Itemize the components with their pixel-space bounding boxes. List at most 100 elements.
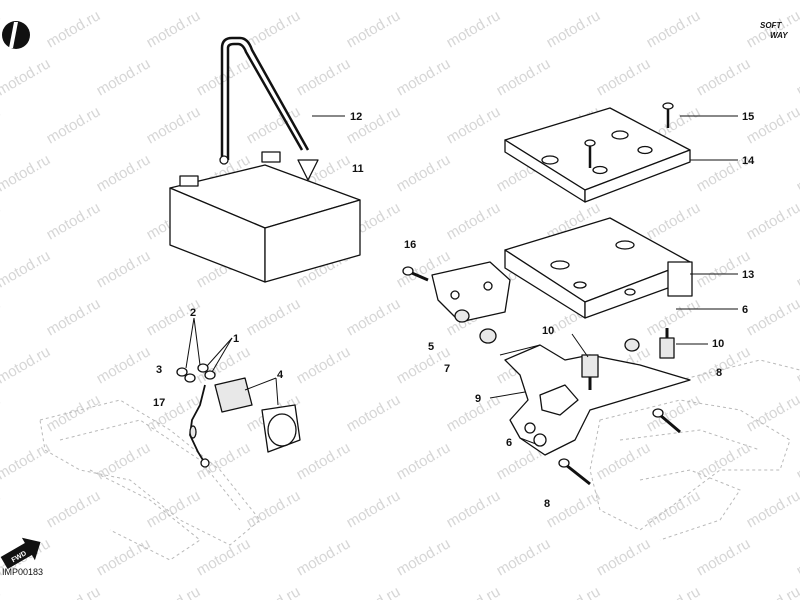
watermark-text: motod.ru: [694, 0, 754, 3]
watermark-text: motod.ru: [794, 343, 800, 387]
washers: [176, 363, 216, 383]
watermark-text: motod.ru: [294, 55, 354, 99]
callout-10b: 10: [712, 338, 724, 350]
watermark-text: motod.ru: [94, 55, 154, 99]
callout-10a: 10: [542, 325, 554, 337]
watermark-text: motod.ru: [344, 487, 404, 531]
watermark-text: motod.ru: [744, 103, 800, 147]
frame-outline: [39, 359, 800, 561]
watermark-text: motod.ru: [794, 0, 800, 3]
watermark-text: motod.ru: [194, 55, 254, 99]
mounting-bracket: [499, 344, 691, 456]
callout-labels: 2 1 3 4 17 12 11 16 5 7 9 10 10 15 14 13…: [153, 111, 755, 510]
watermark-text: motod.ru: [244, 487, 304, 531]
watermark-text: motod.ru: [94, 0, 154, 3]
callout-15: 12: [350, 111, 362, 123]
watermark-text: motod.ru: [294, 535, 354, 579]
brand-line2: WAY: [770, 31, 788, 40]
watermark-text: motod.ru: [644, 199, 704, 243]
brand-mark: SOFT WAY: [760, 21, 788, 40]
watermark-text: motod.ru: [394, 55, 454, 99]
watermark-text: motod.ru: [344, 391, 404, 435]
logo: [2, 21, 30, 49]
watermark-text: motod.ru: [494, 0, 554, 3]
battery-tray: [504, 217, 693, 319]
watermark-text: motod.ru: [694, 55, 754, 99]
watermark-text: motod.ru: [0, 199, 3, 243]
watermark-text: motod.ru: [594, 439, 654, 483]
callout-3: 3: [156, 364, 162, 376]
watermark-text: motod.ru: [794, 535, 800, 579]
watermark-text: motod.ru: [344, 7, 404, 51]
watermark-text: motod.ru: [94, 535, 154, 579]
watermark-text: motod.ru: [44, 295, 104, 339]
watermark-text: motod.ru: [294, 343, 354, 387]
bracket-16: [402, 261, 511, 323]
watermark-text: motod.ru: [244, 295, 304, 339]
watermark-text: motod.ru: [244, 7, 304, 51]
watermark-text: motod.ru: [94, 439, 154, 483]
watermark-text: motod.ru: [394, 439, 454, 483]
watermark-text: motod.ru: [0, 391, 3, 435]
watermark-text: motod.ru: [444, 391, 504, 435]
callout-6a: 6: [742, 304, 748, 316]
watermark-text: motod.ru: [0, 151, 53, 195]
watermark-text: motod.ru: [694, 439, 754, 483]
callout-17: 17: [153, 397, 165, 409]
watermark-text: motod.ru: [44, 7, 104, 51]
callout-16: 16: [404, 239, 416, 251]
watermark-text: motod.ru: [694, 535, 754, 579]
watermark-text: motod.ru: [0, 0, 53, 3]
damper-10: [581, 328, 675, 390]
screw-13: [662, 102, 674, 128]
watermark-text: motod.ru: [594, 535, 654, 579]
watermark-text: motod.ru: [144, 583, 204, 600]
bushes: [454, 309, 497, 344]
watermark-text: motod.ru: [594, 55, 654, 99]
battery-cover: [504, 107, 691, 203]
watermark-text: motod.ru: [44, 391, 104, 435]
watermark-text: motod.ru: [44, 199, 104, 243]
watermark-text: motod.ru: [144, 103, 204, 147]
watermark-text: motod.ru: [544, 583, 604, 600]
leader-lines: [185, 115, 738, 445]
watermark-text: motod.ru: [344, 103, 404, 147]
watermark-text: motod.ru: [94, 151, 154, 195]
watermark-text: motod.ru: [344, 295, 404, 339]
watermark-text: motod.ru: [0, 247, 53, 291]
watermark-text: motod.ru: [0, 55, 53, 99]
callout-14: 11: [352, 163, 364, 175]
watermark-text: motod.ru: [0, 103, 3, 147]
watermark-text: motod.ru: [294, 0, 354, 3]
brand-line1: SOFT: [760, 21, 782, 30]
callout-13: 15: [742, 111, 754, 123]
watermark-text: motod.ru: [344, 583, 404, 600]
cable-17: [189, 384, 210, 468]
watermark-text: motod.ru: [194, 535, 254, 579]
watermark-text: motod.ru: [794, 247, 800, 291]
watermark-text: motod.ru: [494, 535, 554, 579]
callout-5: 5: [428, 341, 434, 353]
watermark-text: motod.ru: [594, 0, 654, 3]
watermark-text: motod.ru: [644, 487, 704, 531]
watermark-text: motod.ru: [44, 487, 104, 531]
watermark-text: motod.ru: [744, 487, 800, 531]
watermark-text: motod.ru: [794, 151, 800, 195]
watermark-text: motod.ru: [744, 295, 800, 339]
bolts-8: [558, 408, 681, 486]
watermark-text: motod.ru: [444, 103, 504, 147]
callout-12: 14: [742, 155, 755, 167]
watermark-text: motod.ru: [144, 487, 204, 531]
watermark-text: motod.ru: [494, 55, 554, 99]
callout-2: 2: [190, 307, 196, 319]
watermark-text: motod.ru: [44, 583, 104, 600]
callout-6b: 6: [506, 437, 512, 449]
watermark-text: motod.ru: [644, 7, 704, 51]
battery-strap: [219, 36, 319, 181]
watermark-text: motod.ru: [744, 199, 800, 243]
watermark-text: motod.ru: [444, 7, 504, 51]
watermark-text: motod.ru: [44, 103, 104, 147]
watermark-text: motod.ru: [544, 487, 604, 531]
